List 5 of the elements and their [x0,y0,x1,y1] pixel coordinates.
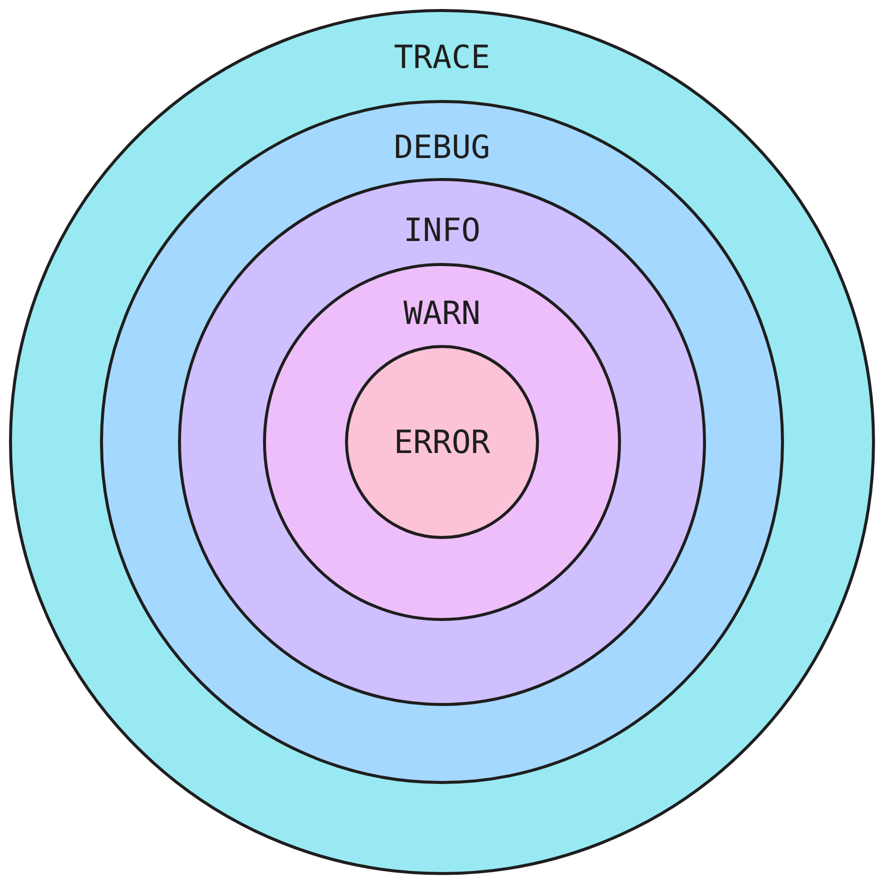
level-label: TRACE [394,39,490,75]
level-label: DEBUG [394,129,490,165]
level-label: INFO [403,212,481,248]
level-label: WARN [403,295,481,331]
level-label: ERROR [394,424,490,460]
